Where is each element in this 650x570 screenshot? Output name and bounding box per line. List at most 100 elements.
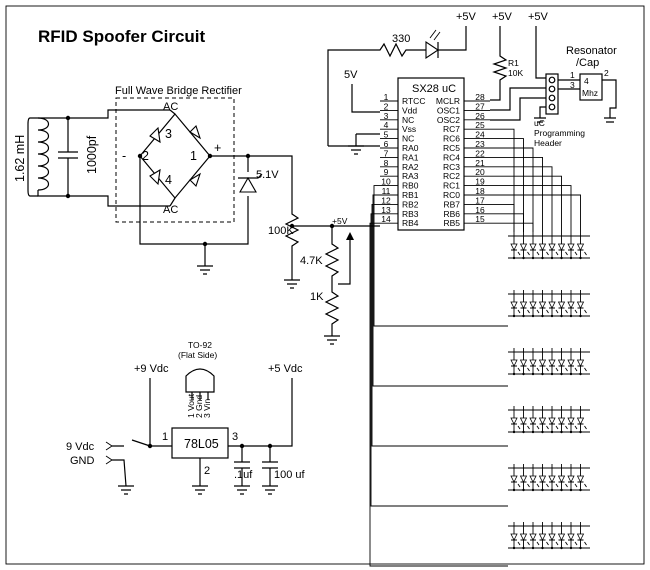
vin-label: +9 Vdc <box>134 363 169 375</box>
vout-label: +5 Vdc <box>268 363 303 375</box>
led <box>576 290 587 318</box>
header-label-1: uC <box>534 118 545 128</box>
resonator-pin3: 3 <box>570 80 575 90</box>
resistor-divider: 100K 4.7K 1K +5V <box>268 206 380 345</box>
svg-text:RB6: RB6 <box>443 209 460 219</box>
port-wire <box>490 222 534 232</box>
cap-0-1uf-label: .1uf <box>234 469 253 481</box>
svg-text:RTCC: RTCC <box>402 96 425 106</box>
led <box>510 406 521 434</box>
led <box>567 348 578 376</box>
led <box>576 522 587 550</box>
diode-4-label: 4 <box>165 173 172 187</box>
pin-vout-label: 1 Vout <box>186 393 196 418</box>
ac-top-label: AC <box>163 101 178 113</box>
svg-text:11: 11 <box>382 186 391 196</box>
resonator-pin1: 1 <box>570 70 575 80</box>
svg-text:9: 9 <box>384 167 389 177</box>
diagram-border <box>5 5 645 565</box>
svg-text:23: 23 <box>475 139 485 149</box>
port-wire <box>370 213 508 507</box>
led <box>576 406 587 434</box>
battery-voltage-label: 9 Vdc <box>66 441 95 453</box>
diagram-title: RFID Spoofer Circuit <box>38 27 206 46</box>
led <box>519 348 530 376</box>
svg-text:Vdd: Vdd <box>402 105 417 115</box>
led <box>510 522 521 550</box>
port-wire <box>490 185 572 232</box>
power-supply: TO-92 (Flat Side) 1 Vout 2 Gnd 3 Vin +9 … <box>66 340 306 495</box>
header-label-3: Header <box>534 138 562 148</box>
tank-capacitor <box>58 118 78 196</box>
led <box>567 464 578 492</box>
led-matrix <box>508 232 590 550</box>
bridge-rectifier: Full Wave Bridge Rectifier AC AC 3 1 2 4… <box>115 85 242 223</box>
ac-bottom-label: AC <box>163 204 178 216</box>
svg-text:21: 21 <box>475 158 485 168</box>
diode-1-label: 1 <box>190 149 197 163</box>
led <box>510 464 521 492</box>
svg-text:24: 24 <box>475 130 485 140</box>
svg-text:RB0: RB0 <box>402 181 419 191</box>
port-wire <box>490 128 515 232</box>
led <box>538 232 549 260</box>
resonator-freq-1: 4 <box>584 76 589 86</box>
svg-text:2: 2 <box>384 101 389 111</box>
svg-text:MCLR: MCLR <box>436 96 460 106</box>
led <box>510 348 521 376</box>
svg-text:14: 14 <box>381 214 391 224</box>
resonator-programming-header: +5V uC Programming Header Resonator /Cap… <box>490 11 617 148</box>
led <box>529 522 540 550</box>
led <box>567 290 578 318</box>
led-row <box>508 290 590 318</box>
package-label: TO-92 <box>188 340 212 350</box>
led <box>519 406 530 434</box>
svg-text:RB5: RB5 <box>443 218 460 228</box>
led <box>519 290 530 318</box>
vplus-label: +5V <box>332 216 348 226</box>
led <box>538 406 549 434</box>
chip-5v-label: 5V <box>344 69 358 81</box>
resonator-pin2: 2 <box>604 68 609 78</box>
svg-text:RC4: RC4 <box>443 152 460 162</box>
port-wire <box>490 175 562 232</box>
svg-text:17: 17 <box>475 195 485 205</box>
package-note-label: (Flat Side) <box>178 350 217 360</box>
svg-text:RB1: RB1 <box>402 190 419 200</box>
led <box>538 348 549 376</box>
resonator-label-1: Resonator <box>566 45 617 57</box>
resistor-1k-label: 1K <box>310 291 324 303</box>
svg-text:28: 28 <box>475 92 485 102</box>
port-wire <box>490 166 553 232</box>
led <box>548 348 559 376</box>
led <box>529 232 540 260</box>
port-wire <box>373 185 508 327</box>
led <box>557 464 568 492</box>
svg-text:NC: NC <box>402 115 414 125</box>
led <box>519 464 530 492</box>
svg-text:RC1: RC1 <box>443 181 460 191</box>
regulator-pin-gnd: 2 <box>204 465 210 477</box>
mclr-pullup: +5V R1 10K <box>490 11 523 101</box>
tank-circuit: 1.62 mH 1000pf <box>13 109 170 207</box>
svg-text:RB7: RB7 <box>443 199 460 209</box>
led <box>548 232 559 260</box>
led-row <box>508 522 590 550</box>
svg-text:NC: NC <box>402 134 414 144</box>
port-wire <box>490 203 515 232</box>
